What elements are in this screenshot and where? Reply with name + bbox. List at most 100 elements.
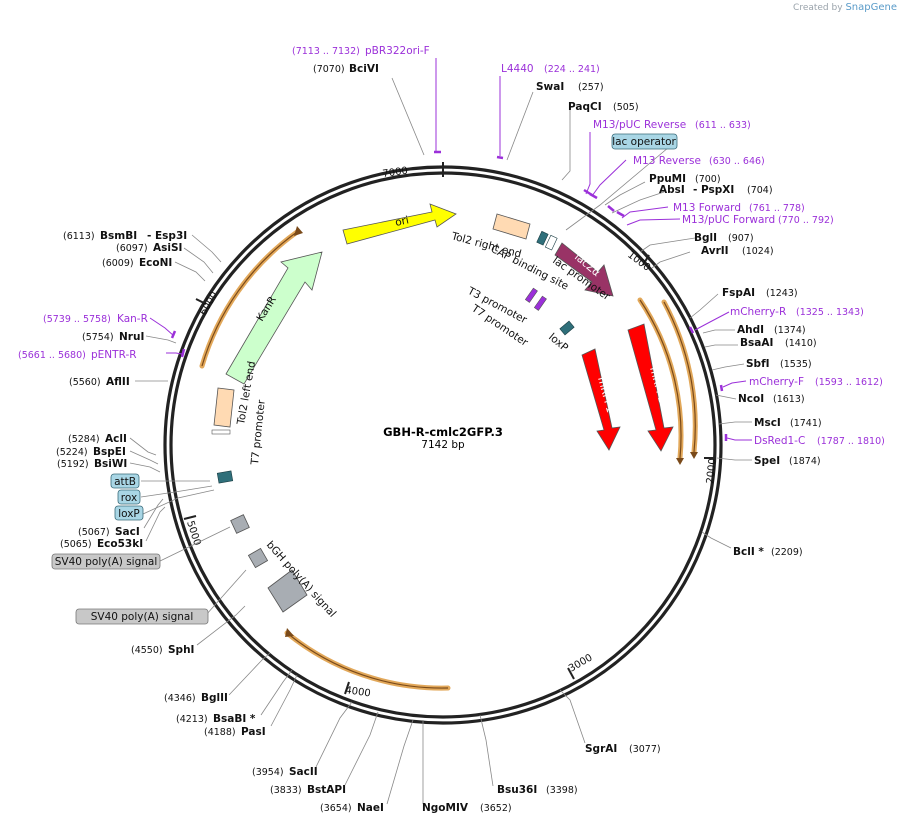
teal-features xyxy=(216,230,575,484)
enzyme-msci-pos: (1741) xyxy=(790,418,822,429)
primer-m13-fwd-pos: (761 .. 778) xyxy=(749,203,805,214)
enzyme-saci-pos: (5067) xyxy=(78,527,110,538)
enzyme-sgrai-pos: (3077) xyxy=(629,744,661,755)
enzyme-sbfi: SbfI xyxy=(746,358,770,370)
enzyme-swai: SwaI xyxy=(536,81,564,93)
mrfp1-feature-a: mRFP1 xyxy=(581,348,621,451)
enzyme-bsaai: BsaAI xyxy=(740,337,773,349)
primer-pentr-r-pos: (5661 .. 5680) xyxy=(18,350,86,361)
enzyme-fspai-pos: (1243) xyxy=(766,288,798,299)
primer-pentr-r: pENTR-R xyxy=(91,349,137,361)
enzyme-bglii: BglII xyxy=(201,692,228,704)
enzyme-bsu36i: Bsu36I xyxy=(497,784,537,796)
enzyme-eco53ki-pos: (5065) xyxy=(60,539,92,550)
enzyme-bsabi: BsaBI * xyxy=(213,713,256,725)
loxp-box-label-text: loxP xyxy=(118,508,140,520)
primer-m13-rev-pos: (630 .. 646) xyxy=(709,156,765,167)
lac-promoter-box xyxy=(544,234,558,251)
cap-site-box xyxy=(536,230,549,246)
tick-6000: 6000 xyxy=(198,290,220,318)
primer-m13-rev: M13 Reverse xyxy=(633,155,701,167)
primer-m13puc-fwd: M13/pUC Forward xyxy=(682,214,775,226)
primer-dsred1-c: DsRed1-C xyxy=(754,435,805,447)
primer-mcherry-f: mCherry-F xyxy=(749,376,804,388)
lac-operator-box: lac operator xyxy=(611,133,678,150)
primer-dsred1-c-pos: (1787 .. 1810) xyxy=(817,436,885,447)
enzyme-sacii: SacII xyxy=(289,766,318,778)
enzyme-nrui: NruI xyxy=(119,331,144,343)
enzyme-paqci: PaqCI xyxy=(568,101,602,113)
polya-features xyxy=(230,514,308,613)
tick-7000: 7000 xyxy=(382,166,409,180)
primer-pbr322ori-pos: (7113 .. 7132) xyxy=(292,46,360,57)
tick-3000: 3000 xyxy=(567,652,595,674)
enzyme-ahdi-pos: (1374) xyxy=(774,325,806,336)
tick-2000: 2000 xyxy=(705,458,719,484)
primer-m13puc-rev: M13/pUC Reverse xyxy=(593,119,686,131)
enzyme-bcli: BclI * xyxy=(733,546,764,558)
sv40-box-a: SV40 poly(A) signal xyxy=(51,553,161,570)
orf-arc-bottom xyxy=(284,630,451,691)
loxp-box-label: loxP xyxy=(114,505,144,521)
primer-kan-r: Kan-R xyxy=(117,313,148,325)
enzyme-ncoi-pos: (1613) xyxy=(773,394,805,405)
enzyme-bspei: BspEI xyxy=(93,446,126,458)
enzyme-bcli-pos: (2209) xyxy=(771,547,803,558)
primer-labels: (7113 .. 7132) pBR322ori-F L4440 (224 ..… xyxy=(18,45,885,447)
enzyme-bcivi: BciVI xyxy=(349,63,379,75)
enzyme-naei: NaeI xyxy=(357,802,384,814)
loxp-inner-label: loxP xyxy=(546,331,570,354)
enzyme-fspai: FspAI xyxy=(722,287,755,299)
enzyme-pspxi-pos: (704) xyxy=(747,185,773,196)
enzyme-paqci-pos: (505) xyxy=(613,102,639,113)
enzyme-esp3i: - Esp3I xyxy=(147,230,187,242)
enzyme-pasi-pos: (4188) xyxy=(204,727,236,738)
enzyme-naei-pos: (3654) xyxy=(320,803,352,814)
enzyme-asisi: AsiSI xyxy=(153,242,182,254)
primer-l4440-pos: (224 .. 241) xyxy=(544,64,600,75)
lac-operator-label: lac operator xyxy=(612,136,676,148)
enzyme-bgli-pos: (907) xyxy=(728,233,754,244)
enzyme-bcivi-pos: (7070) xyxy=(313,64,345,75)
enzyme-asisi-pos: (6097) xyxy=(116,243,148,254)
attb-label: attB xyxy=(114,476,136,488)
plasmid-length: 7142 bp xyxy=(421,439,465,451)
enzyme-avrii: AvrII xyxy=(701,245,729,257)
ori-label: ori xyxy=(394,214,410,229)
primer-kan-r-pos: (5739 .. 5758) xyxy=(43,314,111,325)
enzyme-sacii-pos: (3954) xyxy=(252,767,284,778)
enzyme-msci: MscI xyxy=(754,417,781,429)
enzyme-spei: SpeI xyxy=(754,455,780,467)
loxp-inner-box xyxy=(559,320,575,336)
enzyme-bsabi-pos: (4213) xyxy=(176,714,208,725)
enzyme-bsmbi-pos: (6113) xyxy=(63,231,95,242)
rox-label: rox xyxy=(121,492,137,504)
tick-4000: 4000 xyxy=(345,685,372,699)
tick-marks xyxy=(183,162,716,695)
primer-pbr322ori: pBR322ori-F xyxy=(365,45,430,57)
enzyme-bsaai-pos: (1410) xyxy=(785,338,817,349)
enzyme-absi: AbsI xyxy=(659,184,685,196)
sv40-label-b: SV40 poly(A) signal xyxy=(91,611,194,623)
primer-ticks xyxy=(170,150,728,441)
primer-mcherry-r-pos: (1325 .. 1343) xyxy=(796,307,864,318)
enzyme-econi: EcoNI xyxy=(139,257,172,269)
sv40-label-a: SV40 poly(A) signal xyxy=(55,556,158,568)
primer-l4440: L4440 xyxy=(501,63,534,75)
enzyme-pasi: PasI xyxy=(241,726,266,738)
enzyme-bspei-pos: (5224) xyxy=(56,447,88,458)
enzyme-ncoi: NcoI xyxy=(738,393,764,405)
enzyme-eco53ki: Eco53kI xyxy=(97,538,143,550)
enzyme-acli: AclI xyxy=(105,433,127,445)
snapgene-credit: Created by SnapGene xyxy=(793,2,897,13)
enzyme-bsiwi: BsiWI xyxy=(94,458,127,470)
box-leaders xyxy=(140,141,676,616)
primer-m13puc-rev-pos: (611 .. 633) xyxy=(695,120,751,131)
enzyme-bstapi: BstAPI xyxy=(307,784,346,796)
enzyme-sphi-pos: (4550) xyxy=(131,645,163,656)
attb-box-label: attB xyxy=(110,473,140,489)
enzyme-aflii: AflII xyxy=(106,376,130,388)
tick-1000: 1000 xyxy=(625,250,652,274)
sv40-box-b: SV40 poly(A) signal xyxy=(75,608,209,625)
